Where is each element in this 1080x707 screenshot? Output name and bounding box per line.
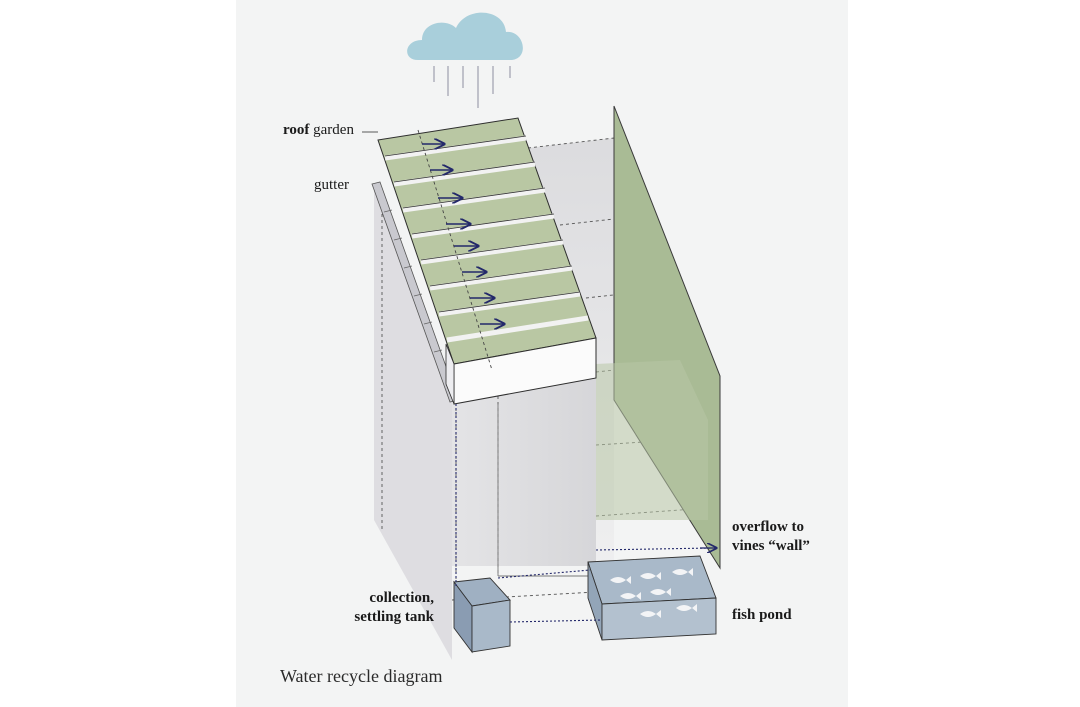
vines-wall <box>596 105 721 570</box>
label-gutter: gutter <box>314 177 349 193</box>
label-roof-garden: roof garden <box>283 121 354 140</box>
label-roof-garden-bold: roof <box>283 122 310 138</box>
building-volume <box>374 137 709 660</box>
water-pipe <box>455 404 713 623</box>
diagram-caption: Water recycle diagram <box>280 666 443 686</box>
label-collection-tank: collection, settling tank <box>300 589 434 627</box>
label-fish-pond: fish pond <box>732 607 792 623</box>
label-overflow: overflow to vines “wall” <box>732 518 810 556</box>
label-overflow-line2: vines “wall” <box>732 538 810 554</box>
rain-cloud-icon <box>407 12 523 108</box>
fish-pond <box>587 555 717 641</box>
flow-arrow-icon <box>422 144 504 324</box>
label-roof-garden-rest: garden <box>313 122 354 138</box>
fish-icon <box>610 568 697 618</box>
label-overflow-line1: overflow to <box>732 519 805 535</box>
settling-tank <box>453 577 511 654</box>
label-collection-line2: settling tank <box>354 609 434 625</box>
roof-garden <box>377 117 597 405</box>
label-collection-line1: collection, <box>369 590 434 606</box>
